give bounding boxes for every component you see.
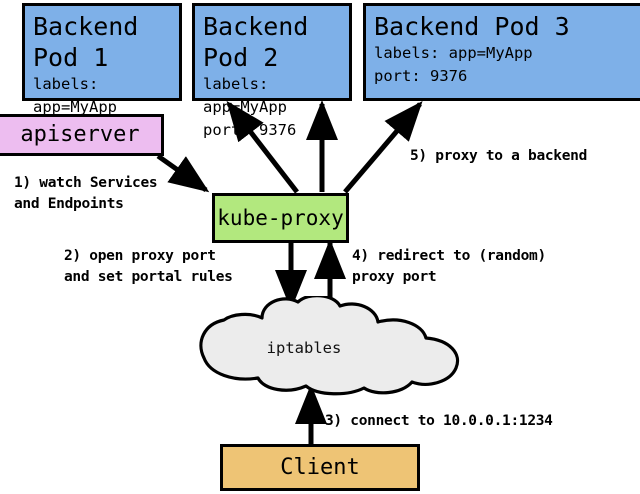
kube-proxy-box: kube-proxy — [212, 193, 349, 243]
step-2-label: 2) open proxy port and set portal rules — [64, 248, 233, 285]
step-4-label: 4) redirect to (random) proxy port — [352, 248, 546, 285]
backend-pod-3-title: Backend Pod 3 — [374, 12, 570, 41]
backend-pod-1-labels: labels: app=MyApp — [33, 75, 117, 116]
backend-pod-3-port: port: 9376 — [374, 67, 468, 85]
step-1-label: 1) watch Services and Endpoints — [14, 175, 158, 212]
backend-pod-3-box: Backend Pod 3 labels: app=MyApp port: 93… — [363, 3, 640, 101]
iptables-label: iptables — [266, 339, 342, 357]
apiserver-label: apiserver — [20, 122, 140, 147]
backend-pod-2-box: Backend Pod 2 labels: app=MyApp port: 93… — [192, 3, 352, 139]
iptables-cloud: iptables — [188, 296, 464, 396]
arrow-kubeproxy-to-pod1 — [226, 100, 299, 194]
kube-proxy-label: kube-proxy — [217, 205, 344, 230]
cloud-shape — [199, 296, 460, 396]
arrow-apiserver-to-kubeproxy — [156, 153, 210, 193]
step-3-label: 3) connect to 10.0.0.1:1234 — [325, 413, 553, 429]
arrow-kubeproxy-to-pod3 — [343, 100, 423, 194]
backend-pod-3-labels: labels: app=MyApp — [374, 44, 533, 62]
client-label: Client — [280, 454, 360, 480]
apiserver-box: apiserver — [0, 114, 164, 156]
backend-pod-2-port: port: 9376 — [203, 121, 297, 139]
backend-pod-1-title: Backend Pod 1 — [33, 12, 139, 72]
client-box: Client — [220, 444, 420, 491]
backend-pod-2-title: Backend Pod 2 — [203, 12, 309, 72]
step-5-label: 5) proxy to a backend — [410, 148, 588, 164]
backend-pod-2-labels: labels: app=MyApp — [203, 75, 287, 116]
backend-pod-1-box: Backend Pod 1 labels: app=MyApp port: 93… — [22, 3, 182, 139]
